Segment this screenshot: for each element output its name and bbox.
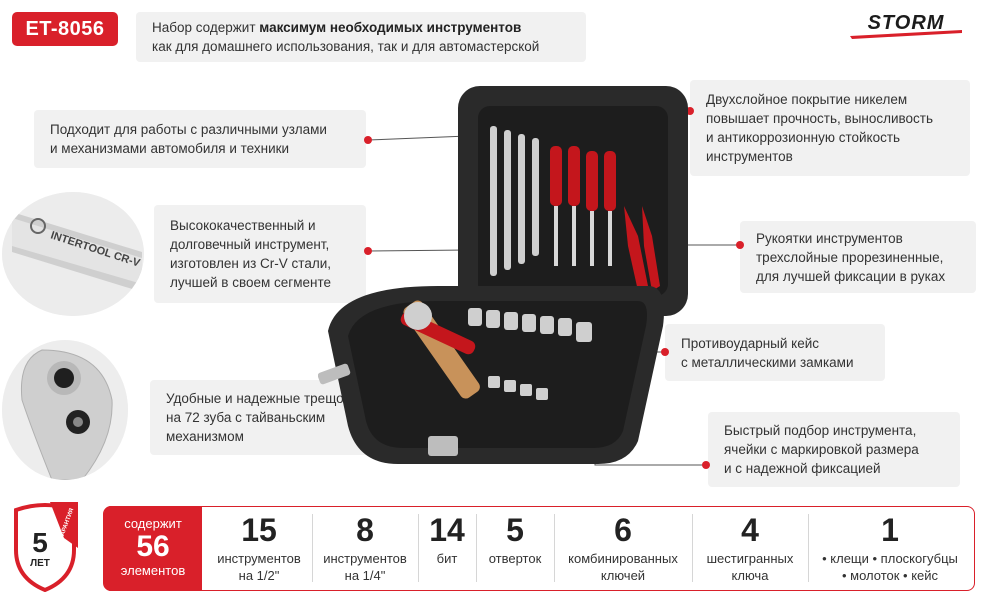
stat-value: 1 <box>881 512 899 548</box>
callout-ratchet-line3: механизмом <box>166 429 244 444</box>
toolbox-case <box>318 86 688 464</box>
ratchet-closeup <box>2 340 128 480</box>
stat-item: 14 бит <box>418 510 476 588</box>
marker-dot <box>364 247 372 255</box>
stat-text-line2: ключа <box>731 568 769 583</box>
stat-item: 4 шестигранных ключа <box>692 510 808 588</box>
marker-dot <box>364 136 372 144</box>
stat-text-line1: инструментов <box>323 551 407 566</box>
callout-crv-line2: долговечный инструмент, <box>170 237 330 252</box>
callout-handles-line3: для лучшей фиксации в руках <box>756 268 946 284</box>
stat-total-value: 56 <box>136 530 170 563</box>
stat-text-line2: • молоток • кейс <box>841 568 939 583</box>
stat-item: 1 • клещи • плоскогубцы • молоток • кейс <box>808 510 972 588</box>
stat-text-line1: комбинированных <box>568 551 678 566</box>
callout-case-line2: с металлическими замками <box>681 354 854 370</box>
stat-value: 15 <box>241 512 277 548</box>
stat-text-line1: • клещи • плоскогубцы <box>822 551 958 566</box>
callout-crv-line1: Высококачественный и <box>170 218 316 233</box>
stat-divider <box>554 514 555 582</box>
stat-item: 6 комбинированных ключей <box>554 510 692 588</box>
callout-ratchet-line2: на 72 зуба с тайваньским <box>166 410 326 425</box>
stat-value: 4 <box>741 512 759 548</box>
stat-total-label-bottom: элементов <box>120 563 186 578</box>
callout-nickel-line3: и антикоррозионную стойкость <box>706 130 901 145</box>
callout-handles-line1: Рукоятки инструментов <box>756 230 903 246</box>
stat-text-line2: на 1/4" <box>344 568 386 583</box>
callout-contents: Набор содержит максимум необходимых инст… <box>136 12 586 62</box>
stat-divider <box>692 514 693 582</box>
stat-value: 8 <box>356 512 374 548</box>
stat-item: 5 отверток <box>476 510 554 588</box>
callout-nickel-line1: Двухслойное покрытие никелем <box>706 92 908 107</box>
warranty-emblem: ГАРАНТИЯ 5 ЛЕТ <box>14 502 78 592</box>
storm-logo: STORM <box>850 12 962 39</box>
callout-contents-line2: как для домашнего использования, так и д… <box>152 39 540 54</box>
callout-cells-line1: Быстрый подбор инструмента, <box>724 423 917 438</box>
callout-ratchet-line1: Удобные и надежные трещотки <box>166 391 363 406</box>
stats-panel <box>103 506 975 591</box>
stat-total-label-top: содержит <box>124 516 182 531</box>
callout-cells-line3: и с надежной фиксацией <box>724 461 881 476</box>
callout-crv-line3: изготовлен из Cr-V стали, <box>170 256 331 271</box>
stat-item: 8 инструментов на 1/4" <box>312 510 418 588</box>
marker-dot <box>702 461 710 469</box>
callout-cells: Быстрый подбор инструмента, ячейки с мар… <box>708 412 960 487</box>
stat-value: 6 <box>614 512 632 548</box>
marker-dot <box>736 241 744 249</box>
callout-handles: Рукоятки инструментов трехслойные прорез… <box>740 221 976 293</box>
callout-case-line1: Противоударный кейс <box>681 335 820 351</box>
stat-divider <box>476 514 477 582</box>
callout-car-nodes-line1: Подходит для работы с различными узлами <box>50 122 327 137</box>
stat-divider <box>418 514 419 582</box>
callout-car-nodes-line2: и механизмами автомобиля и техники <box>50 141 290 156</box>
callout-crv-line4: лучшей в своем сегменте <box>170 275 331 290</box>
stat-value: 14 <box>429 512 465 548</box>
callout-crv: Высококачественный и долговечный инструм… <box>154 205 366 303</box>
callout-nickel-line2: повышает прочность, выносливость <box>706 111 934 126</box>
callout-handles-line2: трехслойные прорезиненные, <box>756 249 944 265</box>
crv-wrench-closeup: INTERTOOL CR-V <box>2 192 144 316</box>
stat-text-line2: ключей <box>600 568 646 583</box>
callout-nickel-line4: инструментов <box>706 149 793 164</box>
stat-divider <box>808 514 809 582</box>
stat-text-line1: бит <box>436 551 458 566</box>
marker-dot <box>661 348 669 356</box>
stat-text-line2: на 1/2" <box>238 568 280 583</box>
callout-contents-pre: Набор содержит <box>152 20 260 35</box>
callout-car-nodes: Подходит для работы с различными узлами … <box>34 110 366 168</box>
brand-text: STORM <box>868 12 945 34</box>
warranty-years: 5 <box>32 527 48 558</box>
callout-nickel: Двухслойное покрытие никелем повышает пр… <box>690 80 970 176</box>
callout-contents-bold: максимум необходимых инструментов <box>259 20 522 35</box>
stat-text-line1: отверток <box>488 551 542 566</box>
stat-divider <box>312 514 313 582</box>
marker-dot <box>686 107 694 115</box>
stat-value: 5 <box>506 512 524 548</box>
stat-total: содержит 56 элементов <box>104 506 202 591</box>
stat-item: 15 инструментов на 1/2" <box>206 510 312 588</box>
warranty-unit: ЛЕТ <box>30 558 50 569</box>
callout-cells-line2: ячейки с маркировкой размера <box>724 442 919 457</box>
stat-text-line1: инструментов <box>217 551 301 566</box>
callout-case: Противоударный кейс с металлическими зам… <box>665 324 885 381</box>
model-badge: ET-8056 <box>12 12 118 46</box>
stat-text-line1: шестигранных <box>706 551 794 566</box>
